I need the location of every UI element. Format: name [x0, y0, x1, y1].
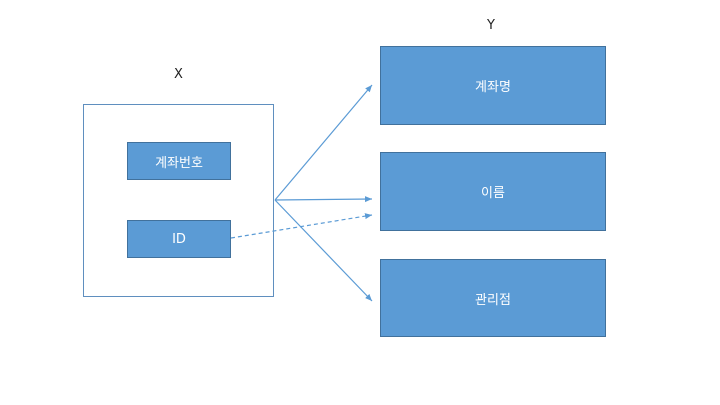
attribute-account-number: 계좌번호: [127, 142, 231, 180]
group-x-label: X: [174, 67, 183, 82]
group-x-container: [83, 104, 274, 297]
attribute-branch: 관리점: [380, 259, 606, 337]
attribute-name: 이름: [380, 152, 606, 231]
arrow-x-to-account-name: [274, 84, 373, 201]
attribute-branch-label: 관리점: [475, 292, 511, 308]
arrow-x-to-branch: [274, 199, 373, 302]
group-y-label: Y: [487, 18, 495, 33]
arrow-x-to-name: [274, 196, 373, 203]
attribute-id: ID: [127, 220, 231, 258]
attribute-name-label: 이름: [481, 186, 505, 201]
attribute-account-name: 계좌명: [380, 46, 606, 125]
attribute-account-number-label: 계좌번호: [155, 155, 203, 171]
attribute-account-name-label: 계좌명: [475, 80, 511, 95]
attribute-id-label: ID: [172, 231, 186, 247]
